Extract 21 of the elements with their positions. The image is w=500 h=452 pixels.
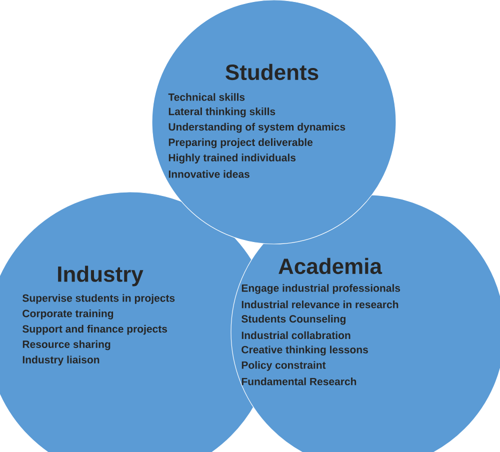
list-item: Support and finance projects <box>22 324 168 335</box>
list-item: Preparing project deliverable <box>168 138 313 148</box>
list-item: Highly trained individuals <box>168 154 296 164</box>
circle-heading: Students <box>226 64 318 80</box>
list-item: Industrial collabration <box>242 331 350 340</box>
list-item: Fundamental Research <box>242 378 356 386</box>
list-item: Engage industrial professionals <box>242 284 400 294</box>
list-item: Technical skills <box>168 93 245 101</box>
list-item: Corporate training <box>22 310 114 320</box>
list-item: Resource sharing <box>22 340 110 350</box>
circle-heading: Academia <box>278 258 382 274</box>
list-item: Students Counseling <box>242 314 346 325</box>
list-item: Creative thinking lessons <box>242 346 368 356</box>
list-item: Policy constraint <box>242 361 326 371</box>
circle-heading: Industry <box>58 266 144 286</box>
list-item: Industry liaison <box>22 356 100 366</box>
list-item: Understanding of system dynamics <box>168 122 346 133</box>
list-item: Supervise students in projects <box>22 294 175 304</box>
list-item: Innovative ideas <box>168 170 250 178</box>
list-item: Lateral thinking skills <box>168 107 276 118</box>
list-item: Industrial relevance in research <box>242 300 398 308</box>
